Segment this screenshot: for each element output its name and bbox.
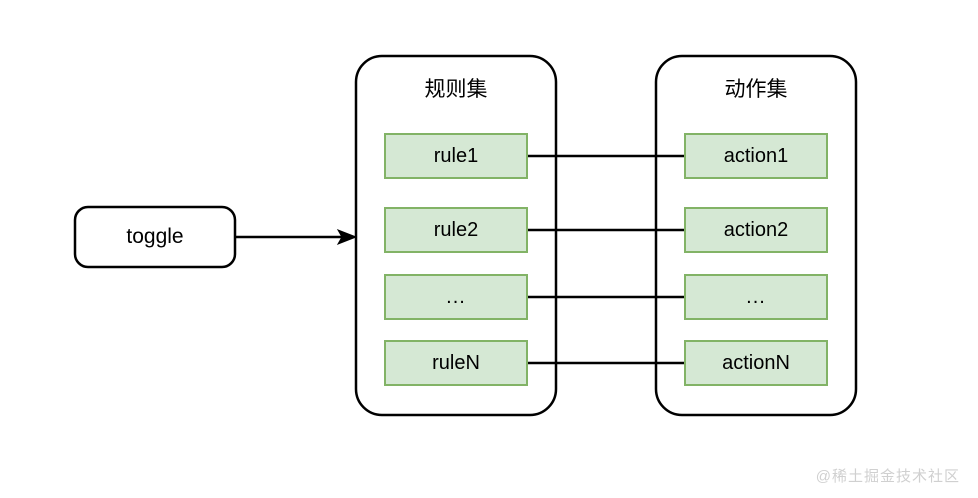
rule-item-box-1[interactable] bbox=[384, 133, 528, 179]
action-item-label-2: action2 bbox=[723, 218, 789, 241]
action-item-label-4: actionN bbox=[722, 351, 790, 374]
rule-item-box-3[interactable] bbox=[384, 274, 528, 320]
watermark-text: @稀土掘金技术社区 bbox=[815, 468, 960, 485]
toggle-label: toggle bbox=[126, 225, 184, 248]
rule-item-box-4[interactable] bbox=[384, 340, 528, 386]
rule-item-box-2[interactable] bbox=[384, 207, 528, 253]
action-item-box-3[interactable] bbox=[684, 274, 828, 320]
rules-container-title: 规则集 bbox=[424, 78, 488, 101]
toggle-box[interactable] bbox=[73, 205, 237, 269]
action-item-label-1: action1 bbox=[723, 144, 789, 167]
action-item-box-1[interactable] bbox=[684, 133, 828, 179]
rules-container-box[interactable] bbox=[354, 54, 558, 417]
rule-item-label-1: rule1 bbox=[433, 144, 479, 167]
action-item-box-2[interactable] bbox=[684, 207, 828, 253]
action-item-label-3: ... bbox=[746, 285, 766, 308]
rule-item-label-2: rule2 bbox=[433, 218, 479, 241]
rule-item-label-3: ... bbox=[446, 285, 466, 308]
actions-container-box[interactable] bbox=[654, 54, 858, 417]
actions-container-title: 动作集 bbox=[724, 78, 788, 101]
rule-item-label-4: ruleN bbox=[432, 351, 480, 374]
action-item-box-4[interactable] bbox=[684, 340, 828, 386]
toggle-to-rules-arrow-head bbox=[336, 229, 358, 245]
